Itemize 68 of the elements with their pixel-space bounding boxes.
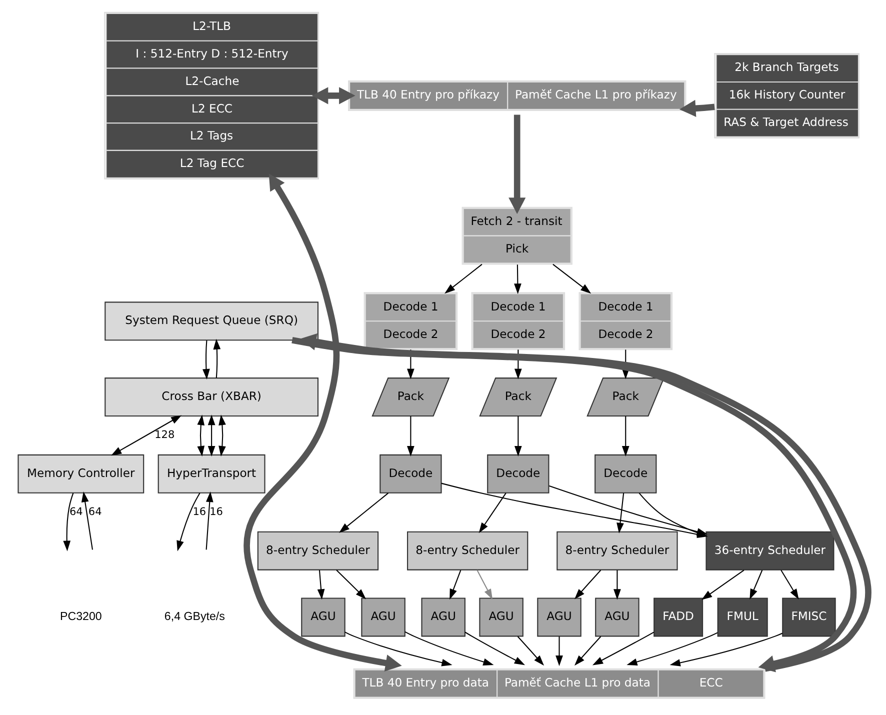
arrow (514, 416, 522, 457)
node-box: FMUL (716, 598, 768, 637)
label: PC3200 (59, 611, 102, 624)
arrow (80, 492, 92, 550)
arrow (110, 415, 182, 456)
node-box: AGU (420, 598, 465, 637)
arrow (749, 570, 762, 600)
node-box: AGU (360, 598, 405, 637)
label: 6,4 GByte/s (164, 611, 224, 624)
arrow (406, 416, 414, 457)
arrow (316, 570, 324, 600)
arrow (344, 632, 452, 666)
node-box: AGU (478, 598, 523, 637)
node-box: FADD (653, 598, 703, 637)
arrow (196, 414, 204, 457)
node-box: Cross Bar (XBAR) (104, 378, 318, 416)
arrow (626, 632, 718, 666)
node-box: AGU (300, 598, 345, 637)
node-box: Decode (379, 454, 442, 494)
arrow (311, 87, 355, 104)
arrow (476, 570, 492, 600)
arrow (780, 570, 798, 600)
node-box: FMISC (782, 598, 836, 637)
arrow (516, 636, 544, 666)
arrow (574, 570, 601, 600)
arrow (202, 340, 210, 380)
arrow (205, 492, 213, 550)
arrow (552, 264, 591, 294)
node-box: Decode (486, 454, 549, 494)
arrow (243, 173, 402, 672)
edge-label: 128 (154, 429, 174, 442)
edge-label: 64 (68, 506, 82, 518)
arrow (444, 264, 482, 294)
arrow (613, 570, 620, 600)
node-box: 8-entry Scheduler (556, 531, 678, 570)
node-box: HyperTransport (157, 454, 265, 494)
arrow (336, 570, 366, 600)
arrow (62, 492, 74, 552)
arrow (508, 114, 526, 214)
arrow (338, 492, 388, 533)
edge-label: 16 (209, 506, 222, 518)
arrow (621, 416, 629, 457)
arrow (176, 492, 200, 552)
node-box: System Request Queue (SRQ) (104, 302, 318, 341)
arrow (669, 632, 782, 666)
arrow (212, 338, 220, 378)
arrow (404, 631, 494, 666)
arrow (678, 100, 714, 117)
arrow (592, 632, 654, 666)
arrow (449, 570, 461, 600)
arrow (574, 636, 601, 666)
node-box: AGU (594, 598, 639, 637)
node-box: 8-entry Scheduler (406, 531, 528, 570)
node-box: 36-entry Scheduler (705, 531, 834, 570)
arrow (555, 636, 562, 666)
node-box: Memory Controller (17, 454, 144, 494)
node-box: 8-entry Scheduler (256, 531, 378, 570)
arrow (464, 632, 525, 666)
arrow (514, 264, 521, 294)
arrow (616, 493, 624, 534)
arrow (207, 414, 215, 457)
edge-label: 16 (192, 506, 206, 518)
arrow (218, 414, 226, 457)
edge-label: 64 (88, 506, 102, 518)
arrow (478, 492, 506, 534)
node-box: Decode (594, 454, 656, 494)
node-box: AGU (536, 598, 581, 637)
arrow (701, 570, 744, 600)
